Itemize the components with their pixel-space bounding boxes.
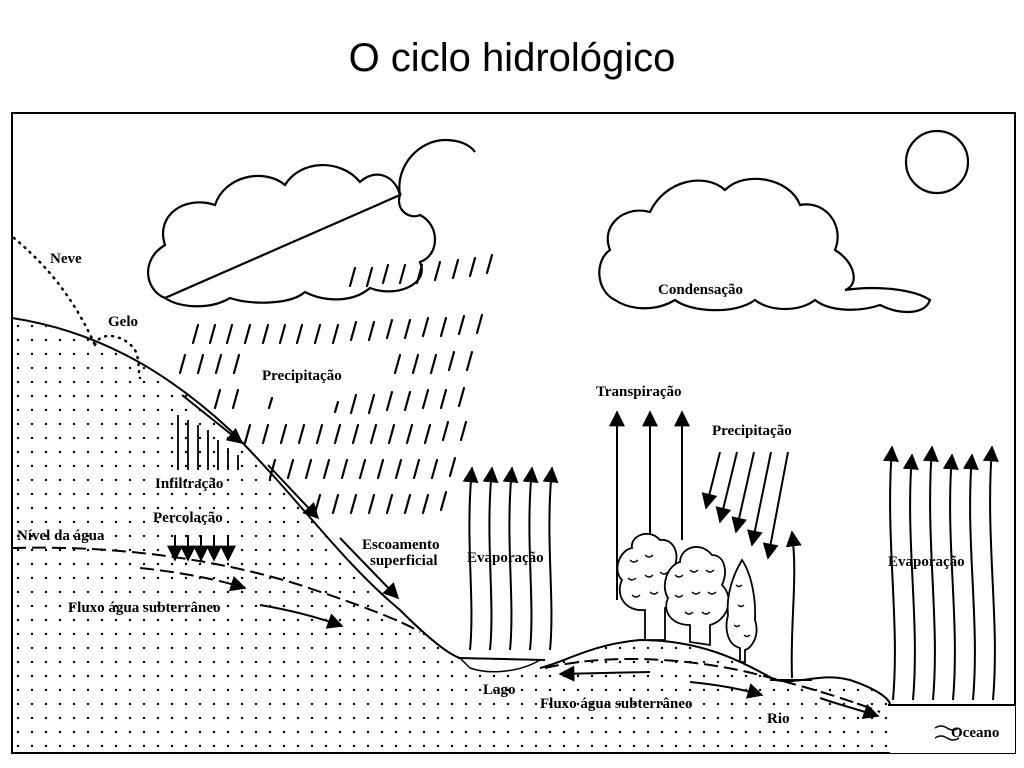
ice-outline bbox=[93, 334, 142, 380]
hillside-outline bbox=[12, 317, 461, 659]
water-table-line bbox=[11, 546, 421, 633]
snow-line bbox=[12, 236, 97, 347]
sun-icon bbox=[904, 129, 970, 195]
hillside-ground bbox=[12, 318, 1015, 753]
groundwater-arrow-to-ocean bbox=[819, 697, 880, 720]
rain-streaks-left bbox=[178, 253, 494, 515]
label-precipitation-right: Precipitação bbox=[712, 423, 792, 439]
label-condensation: Condensação bbox=[658, 282, 743, 298]
label-water-table: Nível da água bbox=[17, 528, 105, 544]
label-transpiration: Transpiração bbox=[596, 384, 682, 400]
label-groundwater-flow-right: Fluxo água subterrâneo bbox=[540, 696, 693, 712]
label-river: Rio bbox=[767, 711, 790, 727]
page-title: O ciclo hidrológico bbox=[348, 36, 676, 80]
groundwater-flow-arrows-left bbox=[139, 567, 344, 629]
label-percolation: Percolação bbox=[153, 510, 223, 526]
groundwater-line-right bbox=[544, 658, 881, 713]
ocean-evaporation-arrows bbox=[882, 445, 999, 701]
lake-evaporation-arrows bbox=[462, 466, 559, 651]
tree-right bbox=[725, 558, 758, 663]
label-lake: Lago bbox=[483, 682, 516, 698]
precipitation-arrows-right bbox=[701, 451, 789, 560]
groundwater-arrow-to-lake bbox=[558, 665, 651, 682]
label-snow: Neve bbox=[50, 251, 82, 267]
condensation-cloud bbox=[598, 177, 932, 313]
rain-cloud bbox=[147, 138, 476, 308]
label-precipitation-left: Precipitação bbox=[262, 368, 342, 384]
label-runoff-line2: superficial bbox=[370, 553, 438, 569]
trees bbox=[616, 532, 758, 663]
groundwater-arrow-to-river bbox=[689, 681, 764, 699]
label-evaporation-right: Evaporação bbox=[888, 554, 965, 570]
label-ocean: Oceano bbox=[951, 725, 999, 741]
label-infiltration: Infiltração bbox=[155, 476, 223, 492]
ocean-waves bbox=[934, 725, 960, 741]
right-hill-outline bbox=[539, 638, 891, 706]
ocean-area bbox=[890, 705, 1015, 753]
label-runoff-line1: Escoamento bbox=[362, 537, 440, 553]
label-groundwater-flow-left: Fluxo água subterrâneo bbox=[68, 600, 221, 616]
label-evaporation-left: Evaporação bbox=[467, 550, 544, 566]
runoff-arrows bbox=[181, 394, 400, 600]
river-evaporation-arrow bbox=[785, 530, 802, 679]
percolation-arrows bbox=[167, 535, 236, 562]
infiltration-lines bbox=[177, 415, 239, 470]
lake-waterline bbox=[457, 657, 546, 661]
label-ice: Gelo bbox=[108, 314, 138, 330]
